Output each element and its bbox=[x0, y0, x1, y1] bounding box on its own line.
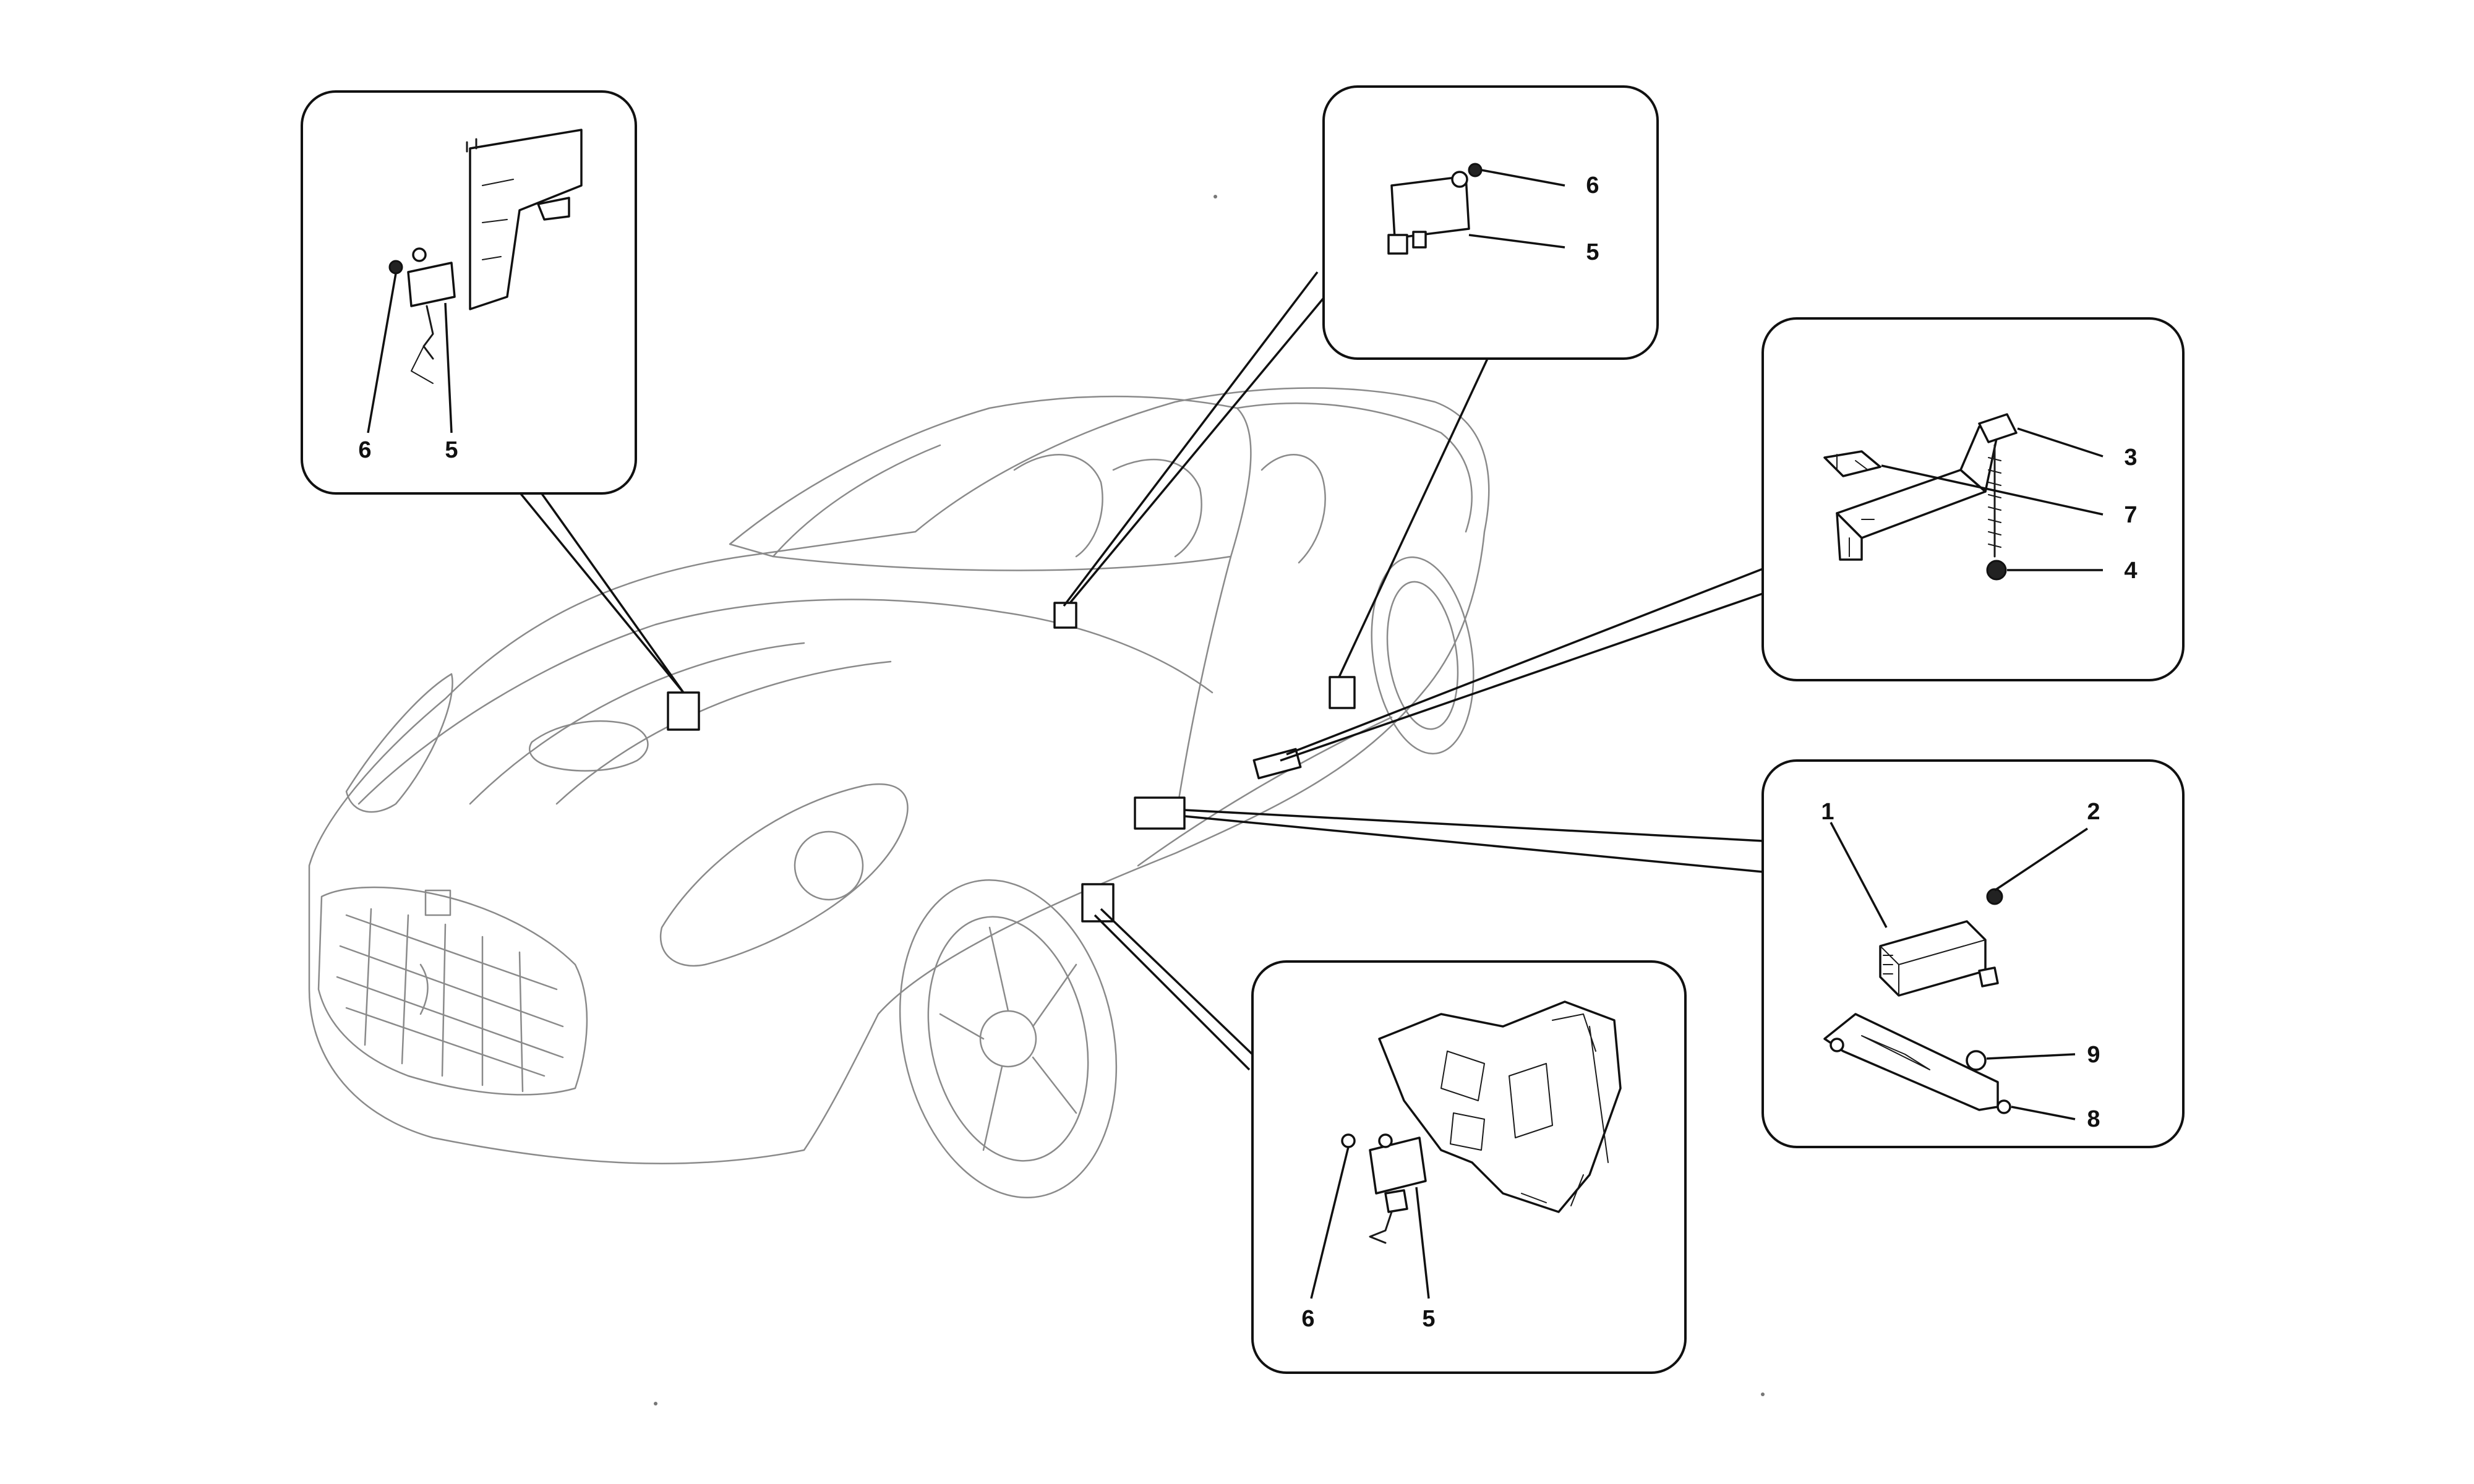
sensor-module bbox=[1369, 1136, 1427, 1195]
windshield-sensor-marker bbox=[1053, 602, 1077, 629]
side-sensor-marker bbox=[1252, 748, 1302, 780]
control-unit-marker bbox=[1134, 796, 1186, 830]
nut-icon bbox=[1341, 1133, 1356, 1148]
sensor-module bbox=[1390, 175, 1470, 239]
callout-5: 5 bbox=[1586, 239, 1599, 265]
callout-2: 2 bbox=[2087, 799, 2100, 825]
nut-icon bbox=[1966, 1050, 1987, 1071]
panel-hood-sensor: 6 5 bbox=[301, 90, 637, 495]
callout-1: 1 bbox=[1821, 799, 1834, 825]
connector-part bbox=[1978, 413, 2018, 443]
callout-8: 8 bbox=[2087, 1106, 2100, 1132]
panel-frame bbox=[1322, 85, 1659, 360]
callout-9: 9 bbox=[2087, 1042, 2100, 1068]
car-body-outline bbox=[308, 387, 1490, 1199]
callout-3: 3 bbox=[2124, 445, 2137, 471]
callout-6: 6 bbox=[1586, 173, 1599, 198]
b-pillar-sensor-marker bbox=[1329, 676, 1356, 709]
leader-lines bbox=[515, 271, 1763, 1071]
nut-icon bbox=[1986, 888, 2003, 905]
panel-windshield-sensor: 6 5 bbox=[1322, 85, 1659, 360]
sensor-module bbox=[407, 262, 456, 307]
callout-6: 6 bbox=[1301, 1306, 1314, 1332]
car-mounted-sensors bbox=[667, 602, 1356, 923]
bolt-head-icon bbox=[1986, 560, 2007, 581]
callout-7: 7 bbox=[2124, 502, 2137, 528]
panel-airbag-control-unit: 1 2 9 8 bbox=[1761, 759, 2185, 1148]
callout-5: 5 bbox=[445, 437, 458, 463]
panel-frame bbox=[301, 90, 637, 495]
mounting-bracket bbox=[1378, 1000, 1622, 1213]
panel-frame bbox=[1761, 317, 2185, 681]
panel-front-wheel-sensor: 6 5 bbox=[1251, 960, 1687, 1374]
callout-5: 5 bbox=[1422, 1306, 1435, 1332]
nut-icon bbox=[388, 260, 403, 275]
callout-4: 4 bbox=[2124, 558, 2137, 584]
panel-side-impact-sensor: 3 7 4 bbox=[1761, 317, 2185, 681]
mounting-bracket bbox=[469, 129, 583, 310]
nut-icon bbox=[1468, 163, 1483, 177]
hood-sensor-marker bbox=[667, 691, 700, 731]
callout-6: 6 bbox=[358, 437, 371, 463]
scan-specks bbox=[654, 195, 1765, 1405]
